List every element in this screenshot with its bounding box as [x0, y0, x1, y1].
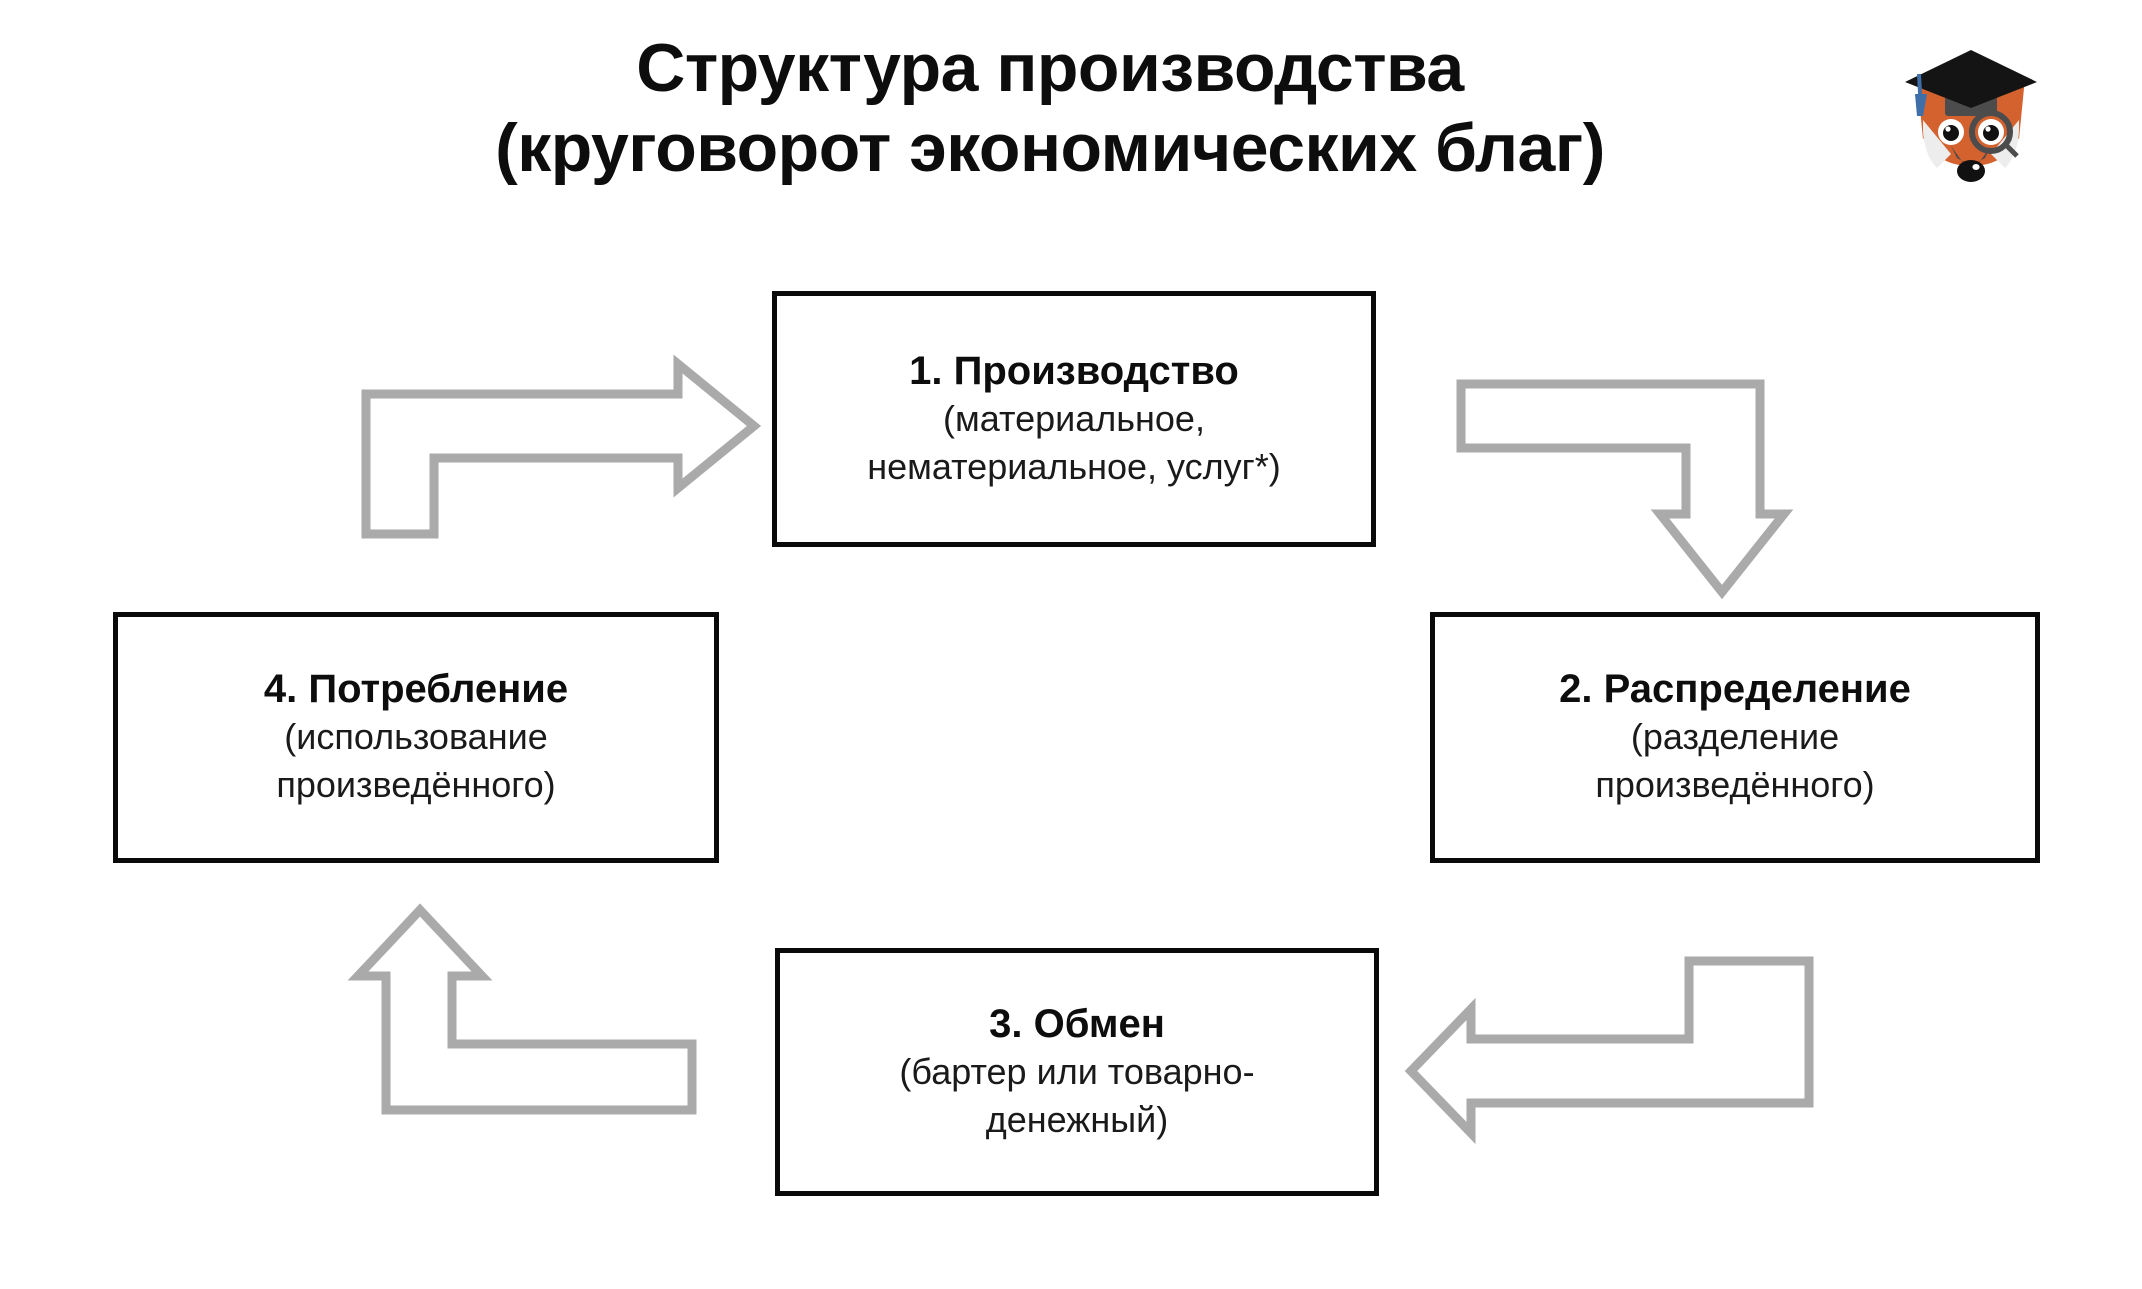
arrow-distribution-to-exchange: [1404, 955, 1815, 1147]
node-distribution-sub-line-1: (разделение: [1630, 716, 1840, 758]
node-distribution-heading: 2. Распределение: [1559, 667, 1911, 712]
fox-graduate-logo: [1893, 34, 2049, 190]
node-production-sub-line-1: (материальное,: [943, 397, 1205, 439]
node-consumption[interactable]: 4. Потребление (использование произведён…: [113, 612, 719, 863]
node-distribution[interactable]: 2. Распределение (разделение произведённ…: [1430, 612, 2040, 863]
page-title: Структура производства (круговорот эконо…: [240, 28, 1860, 188]
node-production-subtext: (материальное, нематериальное, услуг*): [867, 395, 1281, 491]
page-title-line-1: Структура производства: [636, 30, 1464, 106]
arrow-consumption-to-production: [360, 354, 762, 540]
node-consumption-heading: 4. Потребление: [263, 667, 569, 712]
page-title-line-2: (круговорот экономических благ): [495, 110, 1605, 187]
node-consumption-sub-line-1: (использование: [284, 716, 548, 758]
node-consumption-sub-line-2: произведённого): [276, 764, 556, 806]
node-consumption-subtext: (использование произведённого): [276, 713, 555, 809]
node-distribution-subtext: (разделение произведённого): [1595, 713, 1874, 809]
node-exchange-sub-line-2: денежный): [985, 1098, 1169, 1140]
arrow-production-to-distribution: [1455, 378, 1794, 600]
node-exchange-subtext: (бартер или товарно- денежный): [899, 1048, 1254, 1144]
node-exchange-heading: 3. Обмен: [989, 1001, 1165, 1046]
node-production-sub-line-2: нематериальное, услуг*): [867, 445, 1281, 487]
node-exchange-sub-line-1: (бартер или товарно-: [899, 1050, 1255, 1092]
node-exchange[interactable]: 3. Обмен (бартер или товарно- денежный): [775, 948, 1379, 1196]
node-distribution-sub-line-2: произведённого): [1595, 764, 1875, 806]
arrow-exchange-to-consumption: [340, 880, 738, 1116]
node-production[interactable]: 1. Производство (материальное, нематериа…: [772, 291, 1376, 547]
node-production-heading: 1. Производство: [909, 348, 1239, 393]
